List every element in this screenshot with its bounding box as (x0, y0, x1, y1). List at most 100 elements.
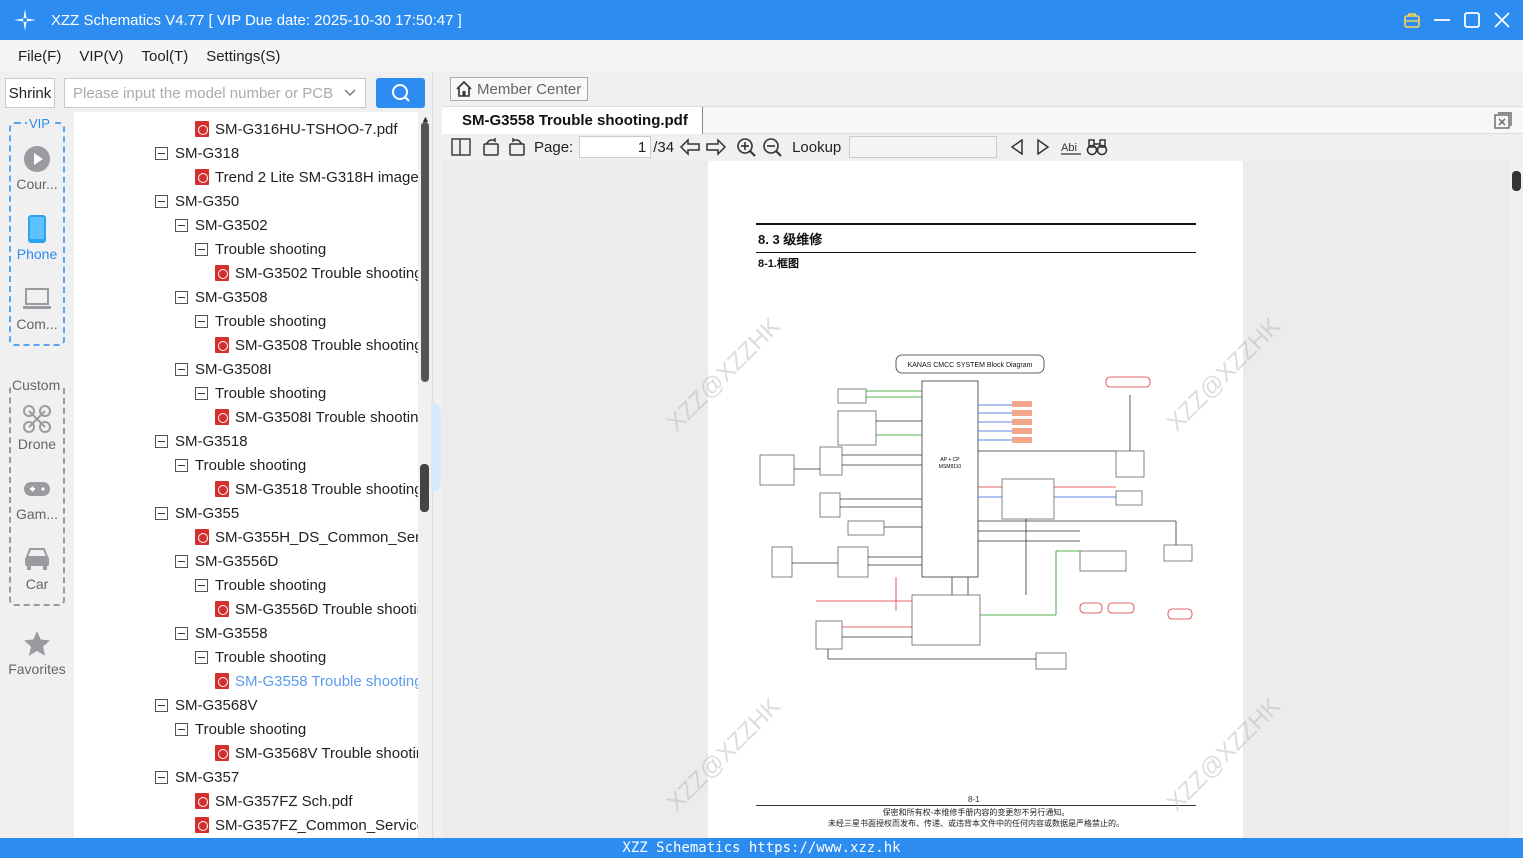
nav-car[interactable]: Car (0, 544, 74, 592)
nav-favorites[interactable]: Favorites (0, 629, 74, 677)
collapse-tab[interactable] (431, 402, 441, 492)
zoom-out-button[interactable] (760, 136, 784, 158)
page-footer: 保密和所有权-本维修手册内容的变更恕不另行通知。 未经三星书面授权而发布、传递、… (756, 805, 1196, 829)
tree-file[interactable]: SM-G3508I Trouble shooting.pdf (215, 405, 418, 429)
collapse-icon[interactable] (175, 554, 188, 568)
tree-scrollbar[interactable]: ▲ (418, 112, 432, 838)
find-next-button[interactable] (1031, 136, 1055, 158)
collapse-icon[interactable] (195, 386, 208, 400)
nav-courses[interactable]: Cour... (0, 144, 74, 192)
vip-bag-icon[interactable] (1403, 8, 1421, 32)
tree-file[interactable]: SM-G316HU-TSHOO-7.pdf (195, 117, 398, 141)
tree-folder[interactable]: SM-G3558 (175, 621, 268, 645)
tree-folder[interactable]: SM-G3502 (175, 213, 268, 237)
collapse-icon[interactable] (175, 722, 188, 736)
menu-vip[interactable]: VIP(V) (79, 47, 124, 65)
viewer-scrollbar[interactable] (1510, 161, 1523, 838)
tree-scroll-handle[interactable] (420, 464, 429, 512)
nav-phone[interactable]: Phone (0, 214, 74, 262)
collapse-icon[interactable] (155, 146, 168, 160)
tree-scroll-thumb[interactable] (421, 122, 429, 382)
tree-file[interactable]: SM-G3508 Trouble shooting.pdf (215, 333, 418, 357)
next-page-button[interactable] (704, 136, 728, 158)
tab-document[interactable]: SM-G3558 Trouble shooting.pdf (442, 107, 703, 134)
collapse-icon[interactable] (175, 218, 188, 232)
tree-folder[interactable]: Trouble shooting (195, 645, 326, 669)
collapse-icon[interactable] (155, 434, 168, 448)
collapse-icon[interactable] (175, 290, 188, 304)
tree-item-label: SM-G355 (175, 504, 240, 522)
nav-games[interactable]: Gam... (0, 474, 74, 522)
tree-folder[interactable]: Trouble shooting (175, 453, 306, 477)
lookup-input[interactable] (849, 136, 998, 158)
menu-file[interactable]: File(F) (18, 47, 62, 65)
match-case-button[interactable]: Abi (1059, 136, 1083, 158)
search-button[interactable] (376, 78, 425, 108)
tree-file[interactable]: SM-G3568V Trouble shooting.pdf (215, 741, 418, 765)
tree-folder[interactable]: SM-G355 (155, 501, 239, 525)
tree-item-label: SM-G316HU-TSHOO-7.pdf (215, 120, 398, 138)
pdf-canvas[interactable]: 8. 3 级维修 8-1.框图 KANAS CMCC SYSTEM Block … (442, 161, 1510, 838)
collapse-icon[interactable] (195, 314, 208, 328)
collapse-icon[interactable] (195, 242, 208, 256)
tree-folder[interactable]: SM-G318 (155, 141, 239, 165)
doc-subheading: 8-1.框图 (758, 258, 799, 270)
tree-folder[interactable]: Trouble shooting (175, 717, 306, 741)
menu-tool[interactable]: Tool(T) (141, 47, 189, 65)
tree-folder[interactable]: SM-G3508I (175, 357, 272, 381)
nav-phone-label: Phone (16, 246, 58, 262)
tree-folder[interactable]: Trouble shooting (195, 309, 326, 333)
zoom-out-icon (763, 138, 782, 157)
prev-page-button[interactable] (678, 136, 702, 158)
viewer-scroll-thumb[interactable] (1512, 171, 1521, 191)
scroll-up-icon[interactable]: ▲ (421, 114, 430, 124)
maximize-button[interactable] (1463, 8, 1481, 32)
tree-folder[interactable]: SM-G3568V (155, 693, 258, 717)
tree-file[interactable]: SM-G357FZ Sch.pdf (195, 789, 353, 813)
find-all-button[interactable] (1085, 136, 1109, 158)
toggle-sidebar-button[interactable] (450, 136, 472, 158)
tree-file[interactable]: SM-G355H_DS_Common_Service.pdf (195, 525, 418, 549)
zoom-in-button[interactable] (734, 136, 758, 158)
tree-file[interactable]: SM-G357FZ_Common_Service_Manual.pdf (195, 813, 418, 837)
collapse-icon[interactable] (155, 770, 168, 784)
nav-drone[interactable]: Drone (0, 404, 74, 452)
rotate-right-button[interactable] (506, 136, 528, 158)
collapse-icon[interactable] (155, 194, 168, 208)
tree-file[interactable]: SM-G3502 Trouble shooting.pdf (215, 261, 418, 285)
tree-folder[interactable]: SM-G3508 (175, 285, 268, 309)
shrink-button[interactable]: Shrink (5, 78, 55, 108)
tree-file[interactable]: SM-G3558 Trouble shooting.pdf (215, 669, 418, 693)
menu-settings[interactable]: Settings(S) (206, 47, 281, 65)
collapse-icon[interactable] (195, 578, 208, 592)
close-tab-icon[interactable] (1493, 111, 1513, 131)
nav-computer[interactable]: Com... (0, 284, 74, 332)
tree-folder[interactable]: SM-G3518 (155, 429, 248, 453)
close-button[interactable] (1493, 8, 1511, 32)
collapse-icon[interactable] (175, 458, 188, 472)
find-previous-button[interactable] (1005, 136, 1029, 158)
tree-folder[interactable]: Trouble shooting (195, 573, 326, 597)
page-number-input[interactable]: 1 (579, 136, 652, 158)
tree-item-label: SM-G357 (175, 768, 240, 786)
rotate-left-button[interactable] (480, 136, 502, 158)
tree-file[interactable]: Trend 2 Lite SM-G318H image.pdf (195, 165, 418, 189)
tree-folder[interactable]: Trouble shooting (195, 381, 326, 405)
chevron-down-icon[interactable] (343, 85, 357, 99)
page-number: 8-1 (968, 795, 980, 804)
tree-file[interactable]: SM-G3518 Trouble shooting.pdf (215, 477, 418, 501)
panel-splitter[interactable] (431, 72, 442, 838)
collapse-icon[interactable] (175, 362, 188, 376)
collapse-icon[interactable] (155, 698, 168, 712)
tree-folder[interactable]: SM-G3556D (175, 549, 278, 573)
tree-folder[interactable]: SM-G350 (155, 189, 239, 213)
search-input[interactable]: Please input the model number or PCB (64, 78, 366, 108)
tree-file[interactable]: SM-G3556D Trouble shooting.pdf (215, 597, 418, 621)
collapse-icon[interactable] (195, 650, 208, 664)
collapse-icon[interactable] (155, 506, 168, 520)
tree-folder[interactable]: SM-G357 (155, 765, 239, 789)
collapse-icon[interactable] (175, 626, 188, 640)
minimize-button[interactable] (1433, 8, 1451, 32)
tree-folder[interactable]: Trouble shooting (195, 237, 326, 261)
member-center-button[interactable]: Member Center (450, 77, 588, 101)
